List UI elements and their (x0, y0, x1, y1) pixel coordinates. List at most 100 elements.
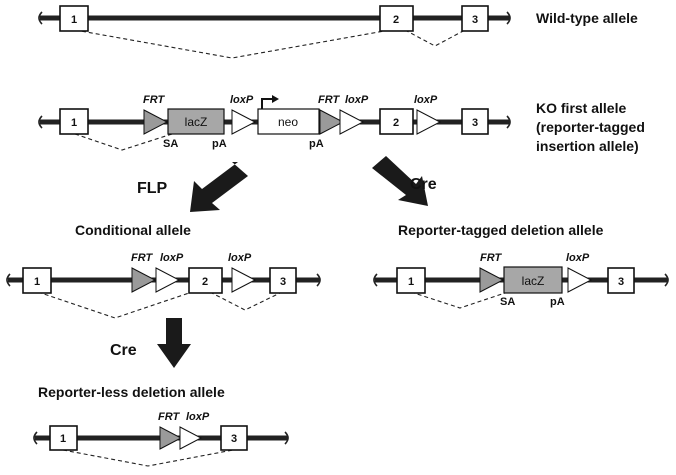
splice-line (410, 291, 509, 309)
line-end-left (38, 11, 43, 25)
loxp-site (231, 109, 257, 135)
loxp-label: loxP (566, 252, 590, 264)
exon-2 (379, 5, 414, 32)
exon-3 (461, 5, 489, 32)
frt-site (131, 267, 157, 293)
ko-first-sublabel-2: insertion allele) (536, 138, 639, 154)
loxp-label: loxP (186, 411, 210, 423)
splice-line (74, 29, 391, 59)
exon-3-label: 3 (618, 276, 624, 288)
exon-3-label: 3 (231, 433, 237, 445)
exon-2-label: 2 (393, 14, 399, 26)
loxp-label: loxP (230, 94, 254, 106)
reporter-less-deletion-label: Reporter-less deletion allele (38, 384, 225, 400)
splice-line (37, 291, 193, 319)
line-end-right (316, 273, 321, 287)
neo-cassette (257, 108, 320, 135)
cre-down-arrow-group: Cre (110, 318, 191, 368)
line-end-right (506, 115, 511, 129)
sa-label: SA (500, 296, 515, 308)
frt-label: FRT (143, 94, 165, 106)
reporter-tagged-deletion-allele: Reporter-tagged deletion allele 1 FRT la… (373, 222, 669, 309)
frt-label: FRT (131, 252, 153, 264)
exon-3-label: 3 (280, 276, 286, 288)
loxp-site (231, 267, 257, 293)
wild-type-allele: 1 2 3 Wild-type allele (38, 5, 638, 59)
exon-3 (220, 425, 248, 451)
line-end-left (373, 273, 378, 287)
line-end-left (6, 273, 11, 287)
exon-2 (379, 108, 414, 135)
pa-label: pA (212, 138, 227, 150)
frt-label: FRT (480, 252, 502, 264)
cre-arrow-down (157, 318, 191, 368)
flp-arrow-group: FLP (137, 162, 248, 212)
exon-3-label: 3 (472, 14, 478, 26)
loxp-site (567, 267, 593, 293)
pa-label: pA (550, 296, 565, 308)
lacz-cassette (167, 108, 225, 135)
sa-label: SA (163, 138, 178, 150)
wild-type-label: Wild-type allele (536, 10, 638, 26)
exon-3 (607, 267, 635, 294)
splice-line (209, 291, 283, 311)
line-end-right (284, 431, 289, 445)
cre-right-label: Cre (410, 176, 437, 193)
line-end-left (33, 431, 38, 445)
line-end-left (38, 115, 43, 129)
loxp-site (179, 426, 203, 450)
exon-1-label: 1 (71, 117, 77, 129)
conditional-allele: Conditional allele 1 FRT loxP 2 loxP 3 (6, 222, 321, 319)
exon-1-label: 1 (408, 276, 414, 288)
line-end-right (506, 11, 511, 25)
loxp-site (416, 109, 442, 135)
neo-label: neo (278, 115, 298, 129)
splice-line (62, 449, 234, 467)
exon-3 (461, 108, 489, 135)
loxp-label: loxP (414, 94, 438, 106)
lacz-cassette (503, 266, 563, 294)
exon-1 (49, 425, 78, 451)
exon-1-label: 1 (71, 14, 77, 26)
lacz-label: lacZ (522, 274, 545, 288)
frt-site (159, 426, 183, 450)
frt-site (143, 109, 169, 135)
exon-2-label: 2 (393, 117, 399, 129)
exon-1-label: 1 (34, 276, 40, 288)
pa-label: pA (309, 138, 324, 150)
flp-label: FLP (137, 180, 168, 197)
reporter-less-deletion-allele: Reporter-less deletion allele 1 FRT loxP… (33, 384, 289, 467)
promoter-arrow (261, 98, 272, 109)
lacz-label: lacZ (185, 115, 208, 129)
exon-3-label: 3 (472, 117, 478, 129)
frt-site (319, 109, 345, 135)
flp-arrow (190, 162, 248, 212)
frt-label: FRT (318, 94, 340, 106)
line-end-right (664, 273, 669, 287)
splice-line (74, 133, 173, 151)
exon-1 (59, 108, 89, 135)
exon-2 (188, 267, 223, 294)
exon-1 (59, 5, 89, 32)
cre-down-label: Cre (110, 342, 137, 359)
loxp-label: loxP (228, 252, 252, 264)
splice-line (404, 29, 466, 47)
loxp-site (155, 267, 181, 293)
cre-arrow-right (372, 156, 428, 206)
conditional-label: Conditional allele (75, 222, 191, 238)
exon-1 (396, 267, 426, 294)
exon-3 (269, 267, 297, 294)
loxp-label: loxP (345, 94, 369, 106)
frt-site (479, 267, 505, 293)
loxp-label: loxP (160, 252, 184, 264)
ko-first-label: KO first allele (536, 100, 626, 116)
ko-first-allele: 1 FRT lacZ SA pA loxP neo pA FRT loxP 2 … (38, 94, 645, 154)
reporter-tagged-deletion-label: Reporter-tagged deletion allele (398, 222, 604, 238)
loxp-site (339, 109, 365, 135)
promoter-arrow-head (272, 95, 279, 103)
ko-first-sublabel-1: (reporter-tagged (536, 119, 645, 135)
exon-1 (22, 267, 52, 294)
exon-2-label: 2 (202, 276, 208, 288)
